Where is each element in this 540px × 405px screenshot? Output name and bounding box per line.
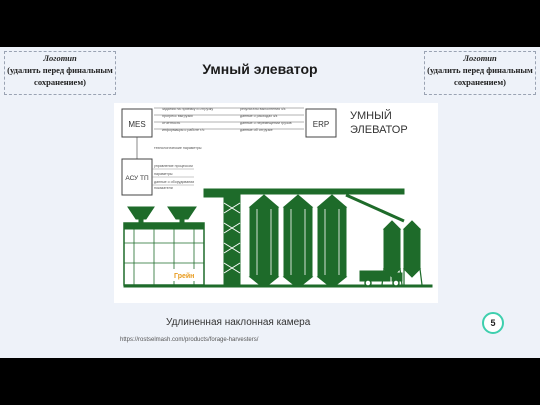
- mes-label: MES: [128, 120, 145, 129]
- logo-placeholder-right: Логотип (удалить перед финальным сохране…: [424, 51, 536, 95]
- diagram-caption: Удлиненная наклонная камера: [166, 317, 311, 328]
- erp-box: [305, 108, 337, 138]
- logo-note: (удалить перед финальным сохранением): [7, 65, 113, 87]
- asu-link-label: параметры: [154, 172, 173, 176]
- erp-label: ERP: [313, 120, 329, 129]
- diagram-heading-line2: ЭЛЕВАТОР: [350, 124, 408, 136]
- page-number-badge: 5: [482, 312, 504, 334]
- erp-link-label: данные о перемещении грузов: [240, 121, 292, 125]
- erp-link-label: данные об отгрузке: [240, 128, 273, 132]
- smart-elevator-diagram: MES ERP задания на приемку и отгрузку пр…: [114, 103, 438, 303]
- asu-label: АСУ ТП: [125, 175, 149, 182]
- brand-logo: Грейн: [174, 272, 194, 280]
- source-url[interactable]: https://rostselmash.com/products/forage-…: [120, 337, 259, 343]
- mes-erp-links: [154, 107, 304, 130]
- mes-link-label: прогресс выгрузки: [162, 114, 193, 118]
- brand-logo-bg: [170, 269, 202, 281]
- erp-link-label: данные о расходах з/з: [240, 114, 278, 118]
- asu-link-label: технологические параметры: [154, 146, 202, 150]
- asu-link-label: данные о оборудовании: [154, 180, 194, 184]
- slide-title: Умный элеватор: [202, 61, 318, 77]
- mes-link-label: отчетность: [162, 121, 180, 125]
- mes-link-label: информация о работе т/с: [162, 128, 205, 132]
- diagram-heading-line1: УМНЫЙ: [350, 109, 392, 122]
- logo-title: Логотип: [463, 53, 497, 63]
- slide: Логотип (удалить перед финальным сохране…: [0, 47, 540, 358]
- logo-note: (удалить перед финальным сохранением): [427, 65, 533, 87]
- mes-link-label: задания на приемку и отгрузку: [162, 107, 213, 111]
- logo-title: Логотип: [43, 53, 77, 63]
- asu-link-label: показатели: [154, 186, 173, 190]
- erp-link-label: результаты выполнения з/з: [240, 107, 286, 111]
- logo-placeholder-left: Логотип (удалить перед финальным сохране…: [4, 51, 116, 95]
- diagram-svg: MES ERP задания на приемку и отгрузку пр…: [121, 107, 433, 288]
- asu-link-label: управление процессом: [154, 164, 193, 168]
